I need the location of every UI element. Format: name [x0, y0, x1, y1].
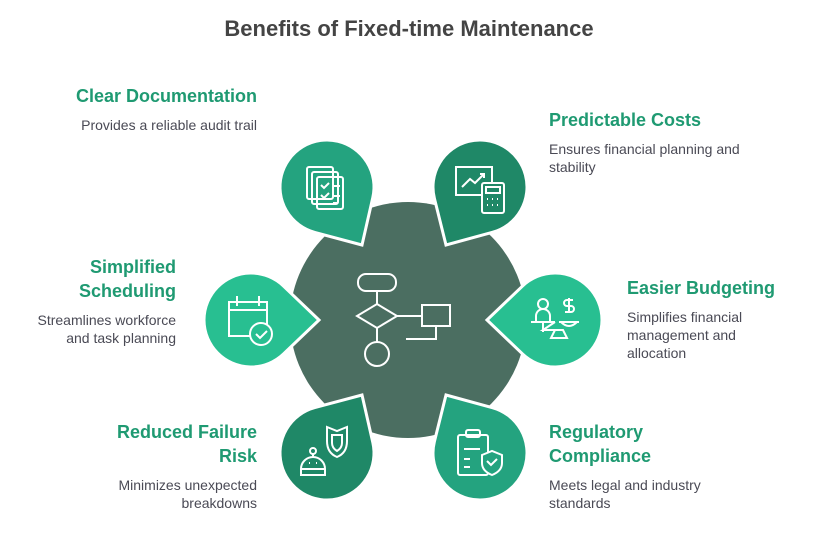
benefit-title: Clear Documentation [75, 86, 257, 106]
benefit-title: Easier Budgeting [627, 278, 776, 298]
benefit-title: Predictable Costs [549, 110, 702, 130]
benefit-pin [431, 138, 529, 247]
benefit-title: Regulatory Compliance [549, 422, 652, 466]
benefit-description: Simplifies financial management and allo… [627, 309, 743, 361]
benefit-pin [484, 271, 604, 369]
benefit-title: Reduced Failure Risk [116, 422, 257, 466]
chart-calculator-icon [455, 166, 505, 214]
pin-shape [278, 138, 376, 247]
benefit-description: Ensures financial planning and stability [549, 141, 740, 175]
documents-checklist-icon [306, 166, 344, 210]
benefit-title: Simplified Scheduling [78, 257, 176, 301]
benefit-description: Provides a reliable audit trail [81, 117, 257, 133]
benefit-description: Minimizes unexpected breakdowns [118, 477, 257, 511]
pin-shape [431, 393, 529, 502]
benefit-pin [202, 271, 322, 369]
center-hub [290, 202, 526, 438]
benefit-pin [278, 393, 376, 502]
pin-shape [484, 271, 604, 369]
benefit-pin [278, 138, 376, 247]
calendar-check-icon [228, 296, 273, 346]
flowchart-icon [355, 273, 451, 367]
diagram-title: Benefits of Fixed-time Maintenance [224, 16, 594, 41]
clipboard-shield-icon [457, 429, 503, 477]
robot-shield-icon [300, 425, 348, 476]
pin-shape [202, 271, 322, 369]
balance-scale-dollar-icon [531, 298, 579, 339]
pin-shape [431, 138, 529, 247]
benefit-description: Meets legal and industry standards [549, 477, 701, 511]
benefit-description: Streamlines workforce and task planning [37, 312, 177, 346]
benefit-pin [431, 393, 529, 502]
